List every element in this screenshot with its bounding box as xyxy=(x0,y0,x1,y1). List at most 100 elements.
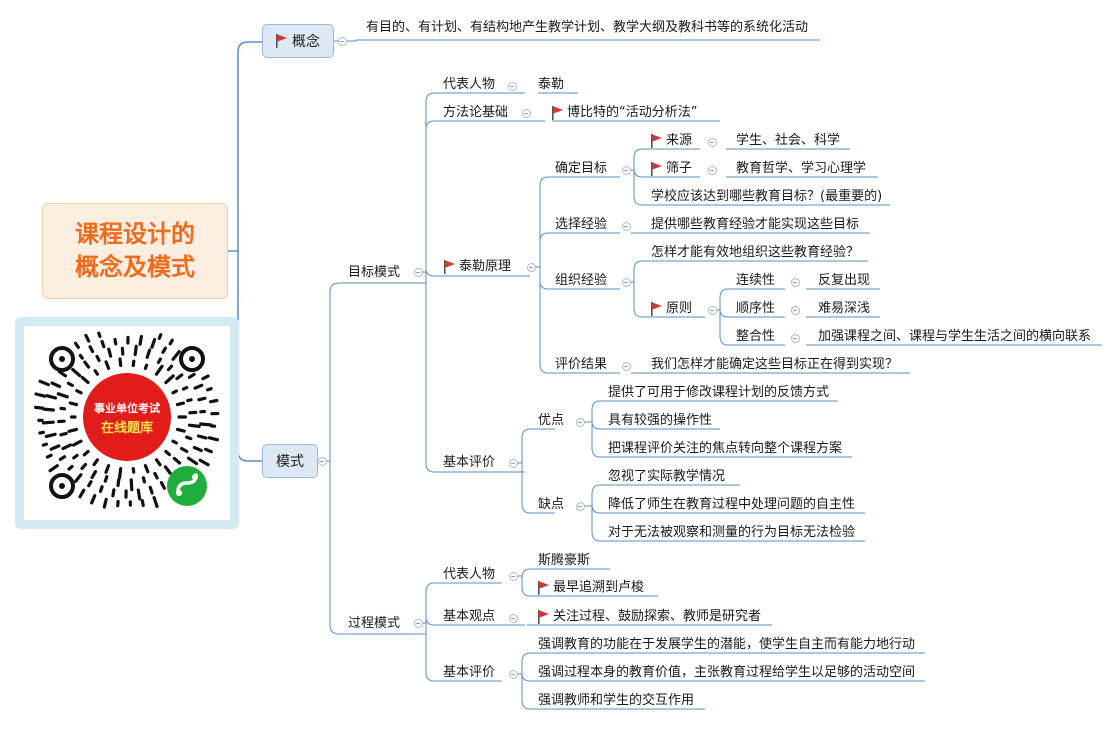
collapse-toggle-icon[interactable] xyxy=(507,81,517,91)
node-mode-label: 模式 xyxy=(276,454,304,470)
connector xyxy=(327,282,426,462)
process-eval-3[interactable]: 强调教师和学生的交互作用 xyxy=(538,693,695,708)
collapse-toggle-icon[interactable] xyxy=(508,669,518,679)
node-goal-mode[interactable]: 目标模式 xyxy=(348,265,401,280)
connector xyxy=(423,92,525,273)
node-process-mode[interactable]: 过程模式 xyxy=(348,616,401,631)
qr-module xyxy=(116,477,121,488)
process-eval-2[interactable]: 强调过程本身的教育价值，主张教育过程给学生以足够的活动空间 xyxy=(538,665,916,680)
qr-module xyxy=(166,364,174,372)
value-source[interactable]: 学生、社会、科学 xyxy=(736,133,841,148)
concept-definition[interactable]: 有目的、有计划、有结构地产生教学计划、教学大纲及教科书等的系统化活动 xyxy=(366,20,809,35)
node-tyler-principle[interactable]: 泰勒原理 xyxy=(444,259,511,275)
qr-module xyxy=(140,499,145,507)
node-disadvantages[interactable]: 缺点 xyxy=(538,497,565,512)
connector xyxy=(591,504,865,514)
qr-module xyxy=(87,480,93,488)
value-evaluate-results[interactable]: 我们怎样才能确定这些目标正在得到实现？ xyxy=(651,357,899,372)
qr-module xyxy=(71,439,83,447)
collapse-toggle-icon[interactable] xyxy=(337,36,347,46)
disadvantage-1[interactable]: 忽视了实际教学情况 xyxy=(608,469,726,484)
collapse-toggle-icon[interactable] xyxy=(621,165,631,175)
collapse-toggle-icon[interactable] xyxy=(621,221,631,231)
collapse-toggle-icon[interactable] xyxy=(413,618,423,628)
value-select-experience[interactable]: 提供哪些教育经验才能实现这些目标 xyxy=(651,217,860,232)
connector xyxy=(631,260,868,283)
advantage-1[interactable]: 提供了可用于修改课程计划的反馈方式 xyxy=(608,385,830,400)
collapse-toggle-icon[interactable] xyxy=(575,417,585,427)
value-basic-viewpoint[interactable]: 关注过程、鼓励探索、教师是研究者 xyxy=(538,609,761,625)
node-concept[interactable]: 概念 xyxy=(262,24,334,58)
collapse-toggle-icon[interactable] xyxy=(790,333,800,343)
node-sequence[interactable]: 顺序性 xyxy=(736,301,776,316)
disadvantage-3[interactable]: 对于无法被观察和测量的行为目标无法检验 xyxy=(608,525,856,540)
node-school-goals[interactable]: 学校应该达到哪些教育目标？(最重要的) xyxy=(651,189,883,204)
value-integration[interactable]: 加强课程之间、课程与学生生活之间的横向联系 xyxy=(818,329,1092,344)
node-representative[interactable]: 代表人物 xyxy=(443,77,496,92)
node-principles-label: 原则 xyxy=(666,301,693,316)
value-stenhouse[interactable]: 斯腾豪斯 xyxy=(538,553,591,568)
qr-module xyxy=(104,464,111,474)
collapse-toggle-icon[interactable] xyxy=(508,571,518,581)
collapse-toggle-icon[interactable] xyxy=(621,277,631,287)
collapse-toggle-icon[interactable] xyxy=(575,501,585,511)
value-rousseau[interactable]: 最早追溯到卢梭 xyxy=(538,580,644,596)
node-continuity[interactable]: 连续性 xyxy=(736,273,776,288)
connector xyxy=(719,310,785,346)
advantage-3[interactable]: 把课程评价关注的焦点转向整个课程方案 xyxy=(608,441,843,456)
node-principles[interactable]: 原则 xyxy=(651,301,692,317)
qr-module xyxy=(175,373,184,381)
node-representative-2[interactable]: 代表人物 xyxy=(443,567,496,582)
root-topic[interactable]: 课程设计的 概念及模式 xyxy=(42,203,228,299)
node-evaluate-results[interactable]: 评价结果 xyxy=(555,357,608,372)
qr-module xyxy=(56,392,69,399)
collapse-toggle-icon[interactable] xyxy=(707,165,717,175)
node-select-experience[interactable]: 选择经验 xyxy=(555,217,608,232)
value-filter[interactable]: 教育哲学、学习心理学 xyxy=(736,161,867,176)
collapse-toggle-icon[interactable] xyxy=(508,458,518,468)
qr-module xyxy=(171,439,178,445)
node-advantages[interactable]: 优点 xyxy=(538,413,565,428)
disadvantage-2[interactable]: 降低了师生在教育过程中处理问题的自主性 xyxy=(608,497,856,512)
collapse-toggle-icon[interactable] xyxy=(317,456,327,466)
qr-module xyxy=(164,374,175,385)
collapse-toggle-icon[interactable] xyxy=(521,108,531,118)
qr-module xyxy=(129,478,134,492)
node-methodology[interactable]: 方法论基础 xyxy=(443,105,509,120)
node-basic-evaluation[interactable]: 基本评价 xyxy=(443,455,496,470)
qr-module xyxy=(45,453,53,459)
collapse-toggle-icon[interactable] xyxy=(790,277,800,287)
qr-module xyxy=(34,392,47,398)
node-mode[interactable]: 模式 xyxy=(262,444,318,478)
collapse-toggle-icon[interactable] xyxy=(413,267,423,277)
node-set-goals[interactable]: 确定目标 xyxy=(555,161,608,176)
process-eval-1[interactable]: 强调教育的功能在于发展学生的潜能，使学生自主而有能力地行动 xyxy=(538,637,916,652)
node-filter[interactable]: 筛子 xyxy=(651,161,692,177)
value-continuity[interactable]: 反复出现 xyxy=(818,273,871,288)
qr-module xyxy=(204,447,213,454)
node-basic-viewpoint[interactable]: 基本观点 xyxy=(443,609,496,624)
node-organize-question[interactable]: 怎样才能有效地组织这些教育经验？ xyxy=(651,245,860,260)
node-basic-evaluation-2[interactable]: 基本评价 xyxy=(443,665,496,680)
value-tyler[interactable]: 泰勒 xyxy=(538,77,565,92)
collapse-toggle-icon[interactable] xyxy=(508,613,518,623)
value-sequence[interactable]: 难易深浅 xyxy=(818,301,871,316)
qr-module xyxy=(113,337,118,346)
node-integration[interactable]: 整合性 xyxy=(736,329,776,344)
qr-module xyxy=(107,347,113,358)
advantage-2[interactable]: 具有较强的操作性 xyxy=(608,413,713,428)
collapse-toggle-icon[interactable] xyxy=(707,137,717,147)
node-organize-experience[interactable]: 组织经验 xyxy=(555,273,608,288)
node-source[interactable]: 来源 xyxy=(651,133,692,149)
collapse-toggle-icon[interactable] xyxy=(790,305,800,315)
collapse-toggle-icon[interactable] xyxy=(526,262,536,272)
value-bobbitt[interactable]: 博比特的“活动分析法” xyxy=(552,105,697,121)
collapse-toggle-icon[interactable] xyxy=(621,361,631,371)
mini-program-code: 事业单位考试 在线题库 xyxy=(34,331,220,509)
qr-module xyxy=(104,360,111,371)
qr-module xyxy=(100,339,106,349)
connector xyxy=(585,400,838,423)
qr-module xyxy=(83,360,91,369)
collapse-toggle-icon[interactable] xyxy=(707,305,717,315)
qr-finder-marks xyxy=(49,346,205,499)
